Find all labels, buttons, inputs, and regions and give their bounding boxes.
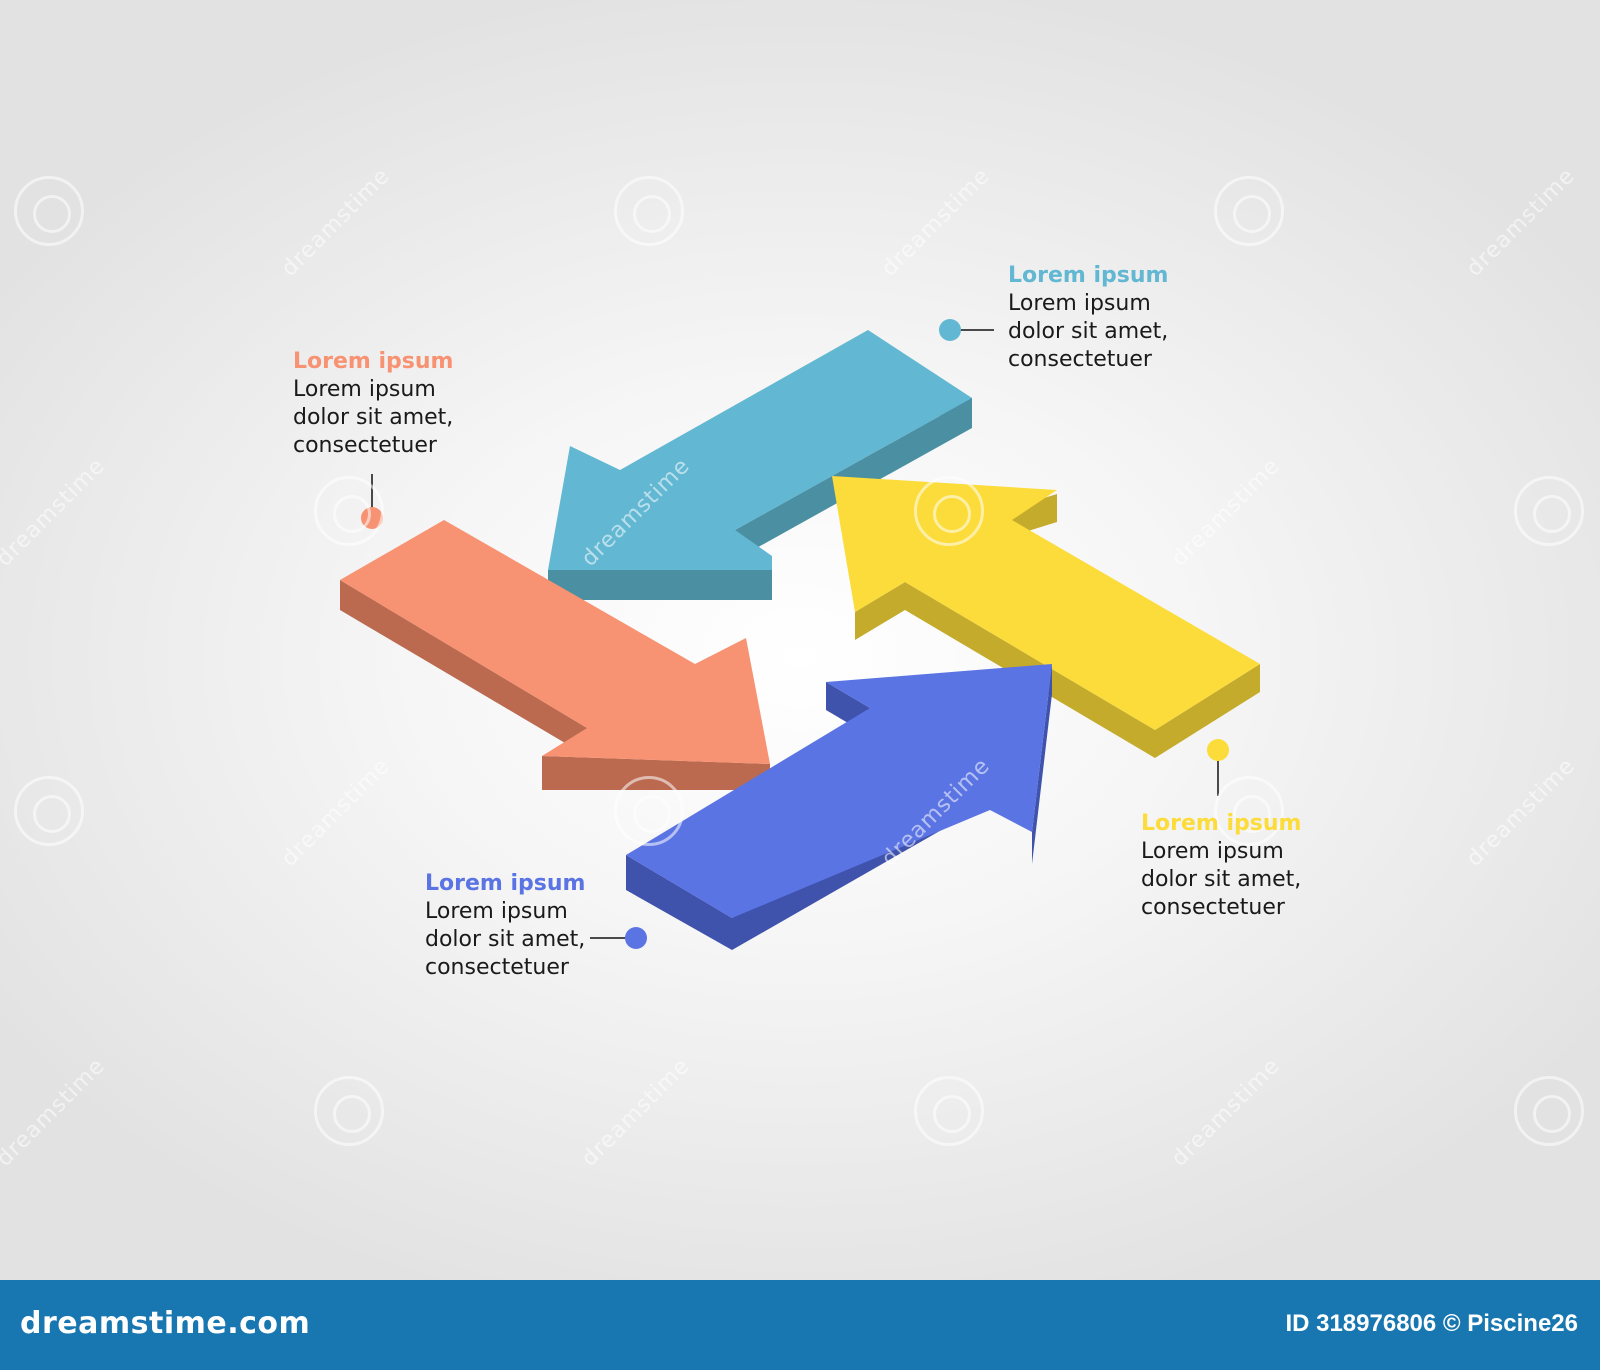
- orange-label: Lorem ipsum Lorem ipsum dolor sit amet, …: [293, 348, 513, 460]
- blue-connector: [590, 927, 647, 949]
- footer-image-id: ID 318976806 © Piscine26: [1285, 1310, 1578, 1337]
- orange-label-body: Lorem ipsum dolor sit amet, consectetuer: [293, 377, 454, 458]
- blue-label-title: Lorem ipsum: [425, 871, 586, 896]
- spiral-watermark-icon: [614, 176, 684, 246]
- yellow-label: Lorem ipsum Lorem ipsum dolor sit amet, …: [1141, 810, 1361, 922]
- spiral-watermark-icon: [314, 1076, 384, 1146]
- blue-label: Lorem ipsum Lorem ipsum dolor sit amet, …: [425, 870, 645, 982]
- yellow-label-title: Lorem ipsum: [1141, 811, 1302, 836]
- spiral-watermark-icon: [614, 776, 684, 846]
- blue-arrow: [626, 664, 1052, 950]
- orange-arrow: [340, 520, 770, 790]
- teal-connector: [939, 319, 994, 341]
- footer-bar: dreamstime.com ID 318976806 © Piscine26: [0, 1280, 1600, 1370]
- spiral-watermark-icon: [14, 176, 84, 246]
- yellow-connector: [1207, 739, 1229, 796]
- teal-label: Lorem ipsum Lorem ipsum dolor sit amet, …: [1008, 262, 1228, 374]
- teal-label-body: Lorem ipsum dolor sit amet, consectetuer: [1008, 291, 1169, 372]
- spiral-watermark-icon: [14, 776, 84, 846]
- spiral-watermark-icon: [314, 476, 384, 546]
- diagram-canvas: dreamstime dreamstime dreamstime dreamst…: [14, 176, 1584, 1146]
- spiral-watermark-icon: [1514, 476, 1584, 546]
- spiral-watermark-icon: [1214, 776, 1284, 846]
- arrow-cycle-diagram: [340, 319, 1260, 950]
- blue-label-body: Lorem ipsum dolor sit amet, consectetuer: [425, 899, 586, 980]
- footer-logo[interactable]: dreamstime.com: [20, 1306, 311, 1341]
- spiral-watermark-icon: [1214, 176, 1284, 246]
- spiral-watermark-icon: [914, 1076, 984, 1146]
- orange-label-title: Lorem ipsum: [293, 349, 454, 374]
- spiral-watermark-icon: [1514, 1076, 1584, 1146]
- teal-arrow: [548, 330, 972, 600]
- spiral-watermark-icon: [914, 476, 984, 546]
- yellow-label-body: Lorem ipsum dolor sit amet, consectetuer: [1141, 839, 1302, 920]
- teal-label-title: Lorem ipsum: [1008, 263, 1169, 288]
